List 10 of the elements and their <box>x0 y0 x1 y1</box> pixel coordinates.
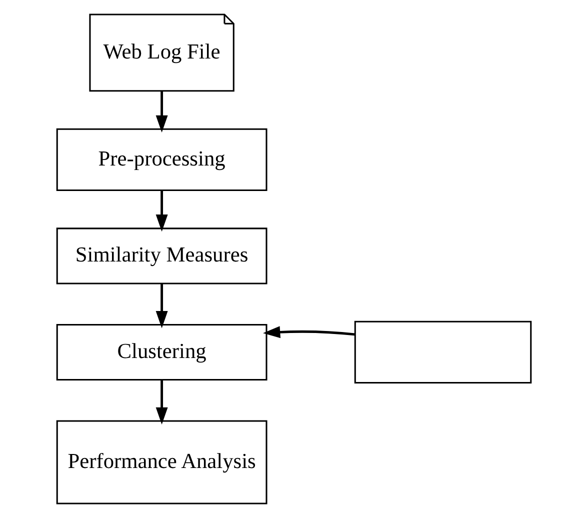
arrow <box>155 284 168 328</box>
node-box <box>354 320 532 384</box>
arrow <box>155 91 168 133</box>
arrow <box>262 326 354 338</box>
node-box: Clustering <box>56 324 267 380</box>
node-box: Pre-processing <box>56 128 267 191</box>
node-box: Similarity Measures <box>56 228 267 284</box>
node-box: Performance Analysis <box>56 420 267 504</box>
arrow <box>155 190 168 232</box>
arrow <box>155 380 168 425</box>
